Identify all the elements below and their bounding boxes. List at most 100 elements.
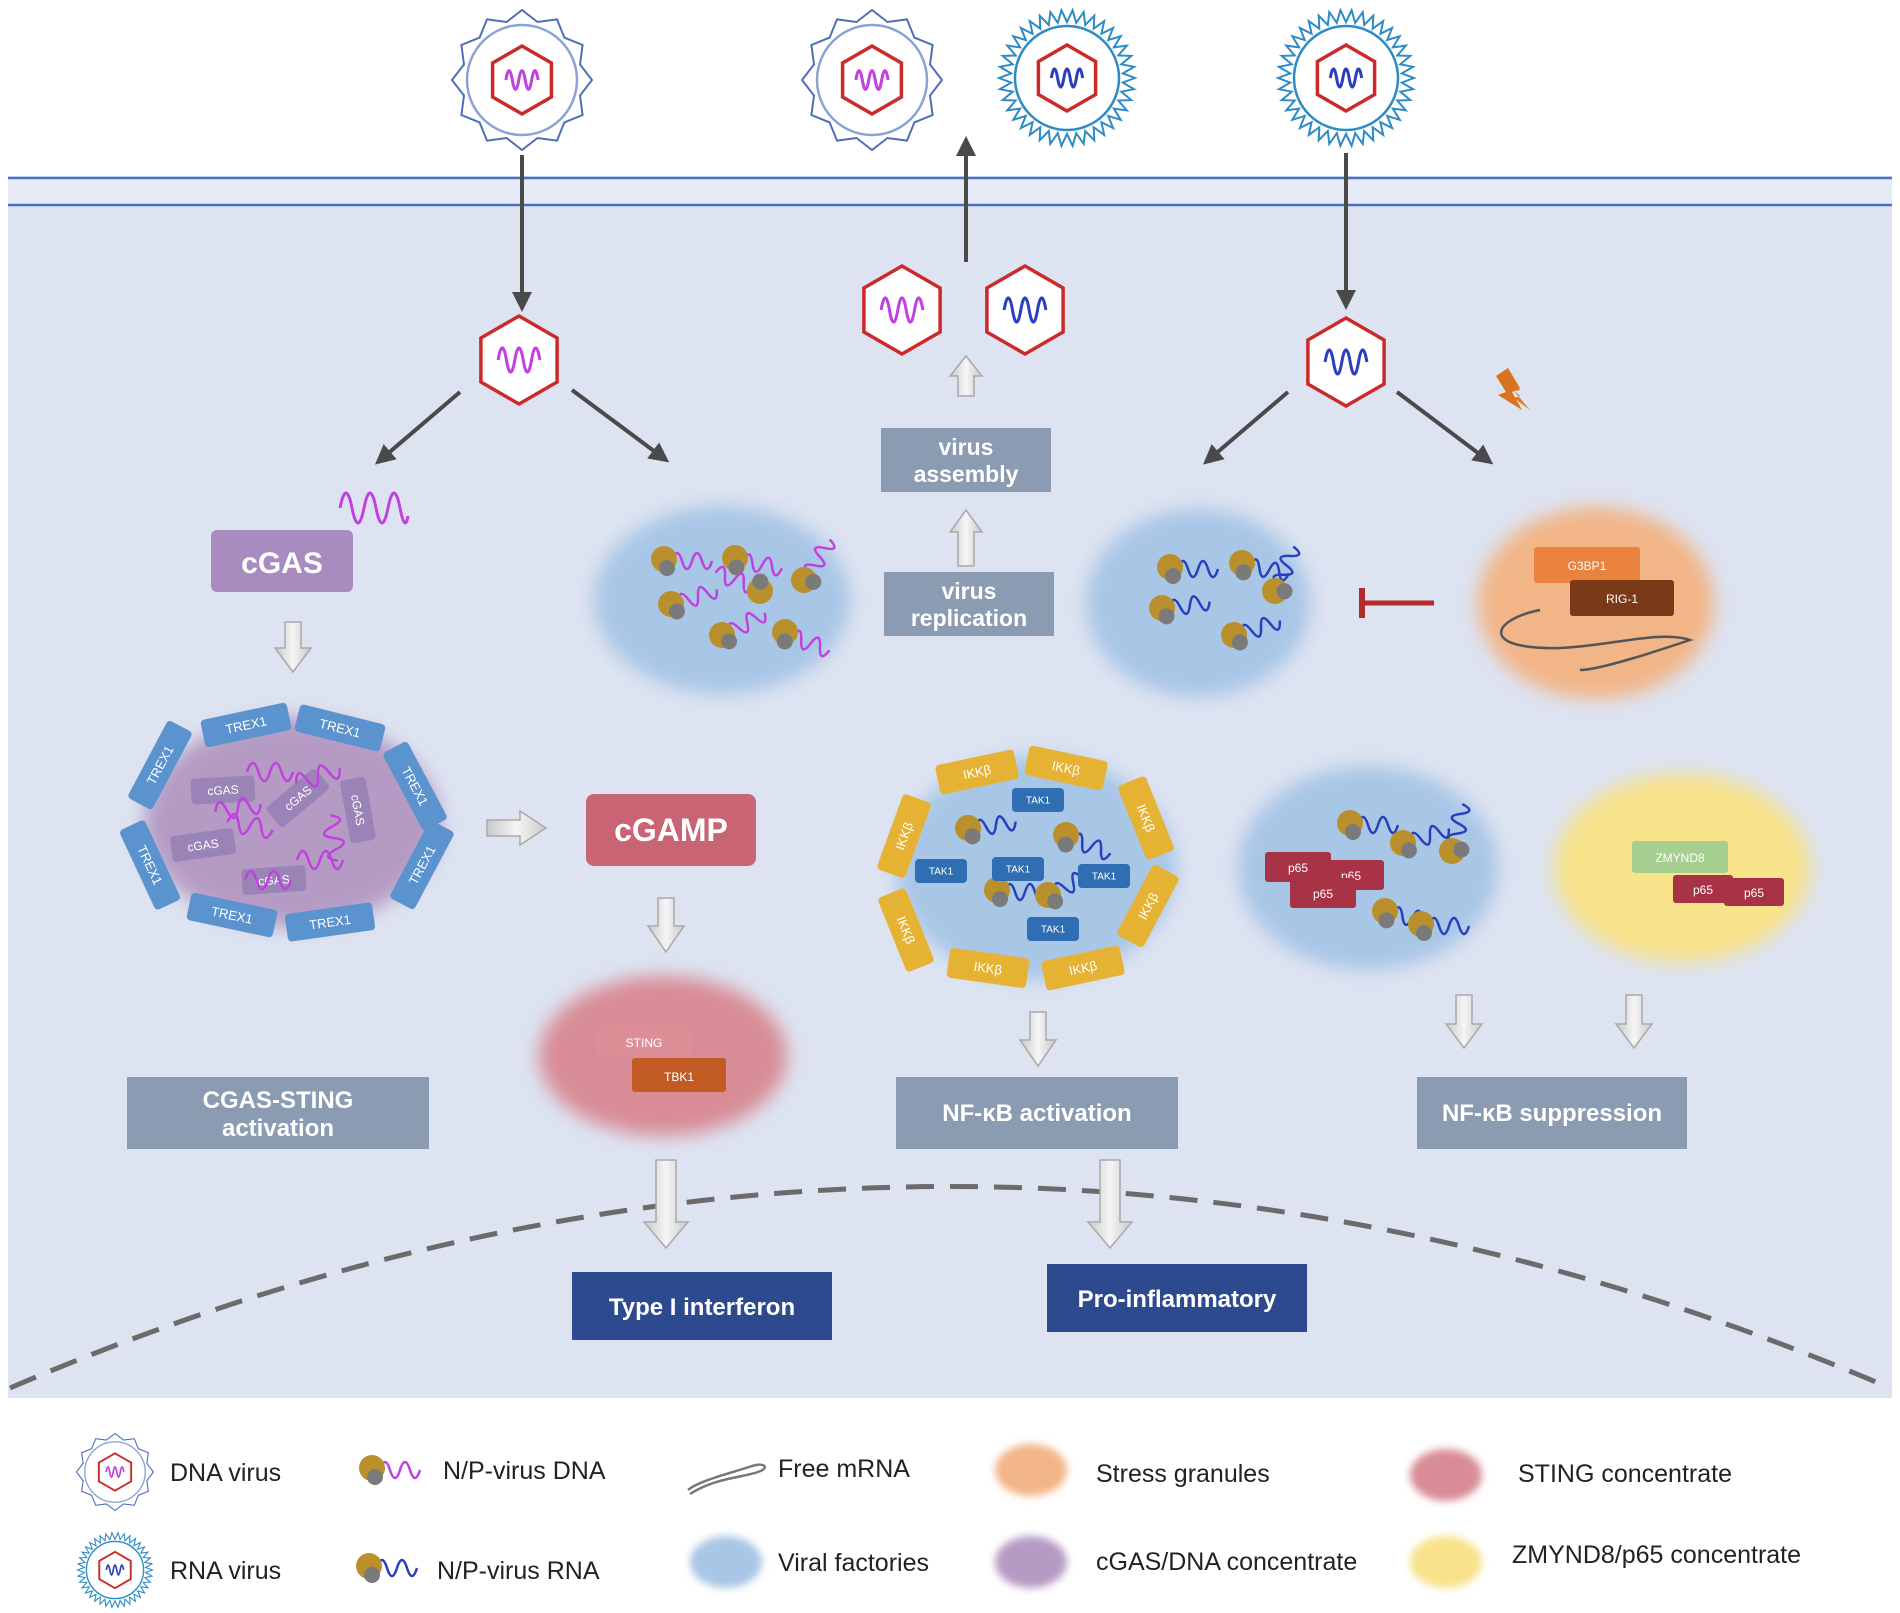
lightning-bolt-icon [1496,368,1522,410]
phosphoprotein [964,828,981,845]
nfkb-activation-box [896,1077,1178,1149]
nucleic-acid [1240,616,1282,638]
np-complex [1229,550,1291,582]
ikkb-box [1118,776,1174,860]
p65-label-5: p65 [1744,886,1764,900]
membrane-band [8,176,1892,206]
tbk1-label: TBK1 [664,1070,694,1084]
cgas-small: cGAS [190,775,256,805]
cgas-sting-activation-box [127,1077,429,1149]
np-complex [1337,810,1400,840]
legend-cgas-dna-label: cGAS/DNA concentrate [1096,1548,1357,1576]
phosphoprotein [668,603,685,620]
ikkb: IKKβ [1024,745,1108,791]
virus-assembly-line1: virus [939,434,994,460]
cgamp-label: cGAMP [614,812,728,848]
p65-box-3 [1290,878,1356,908]
dna-virus-icon [450,8,594,152]
rna-viral-factory [1086,509,1310,697]
np-complex [356,1553,419,1583]
rna-virus-icon [996,7,1138,149]
trex1-box [284,902,376,942]
legend-np-dna-icon [359,1455,422,1485]
arrow-to-stress [1395,390,1494,465]
cgas-small-box [241,865,307,895]
phosphoprotein [1416,925,1432,941]
ikkb: IKKβ [877,794,931,878]
genome-wave [504,69,540,91]
capsid-hexagon [985,263,1065,357]
dna-capsid-icon [862,263,942,357]
arrow-to-dna-factory [570,388,670,463]
tak1-label: TAK1 [1006,865,1031,876]
tak1: TAK1 [992,857,1044,881]
cgas-small-label: cGAS [207,783,239,799]
trex1-box [120,820,180,910]
tak1-box [992,857,1044,881]
np-complex-layer [651,538,1471,941]
phosphoprotein [992,891,1008,907]
pro-inflammatory-label: Pro-inflammatory [1078,1286,1277,1313]
phosphoprotein [1276,583,1293,600]
legend-sting-concentrate-label: STING concentrate [1518,1460,1732,1488]
dna-virus-icon [800,8,944,152]
np-complex [1053,822,1112,861]
np-complex [709,611,767,650]
np-complex [359,1455,422,1485]
dna-strand [295,764,341,788]
sting-label: STING [626,1036,663,1050]
legend-free-mrna-icon [687,1463,767,1496]
legend-np-rna-label: N/P-virus RNA [437,1557,600,1585]
nucleic-acid [741,553,784,577]
legend: DNA virus RNA virus N/P-virus DNA N/P-vi… [75,1432,1801,1609]
capsid-hexagon [1315,42,1377,114]
nucleic-acid [378,1460,422,1480]
np-complex [1439,802,1471,864]
phosphoprotein [805,573,822,590]
legend-zmynd8-swatch [1410,1536,1482,1588]
to-cgamp-arrow [486,809,548,847]
capsid-hexagon [862,263,942,357]
replication-up-arrow [948,508,984,567]
cgas-small: cGAS [241,865,307,895]
capsid-hexagon [479,313,559,407]
dna-strand [245,761,295,783]
cgas-box [211,530,353,592]
tak1-label: TAK1 [929,867,954,878]
ikkb: IKKβ [1041,945,1125,991]
phosphoprotein [721,633,738,650]
nucleic-acid [1248,558,1291,582]
nucleic-acid [714,565,755,594]
cgas-small-box [170,828,236,862]
tak1-label: TAK1 [1092,872,1117,883]
dna-strand [295,849,345,871]
cgas-dna-concentrate [144,717,440,927]
phosphoprotein [1158,608,1175,625]
legend-viral-factories-label: Viral factories [778,1549,929,1577]
sting-box [598,1025,690,1057]
p65-label-1: p65 [1288,861,1308,875]
genome-wave [1328,67,1364,89]
nucleic-acid [1071,832,1112,861]
cgas-sting-line2: activation [222,1115,334,1142]
capsid-hexagon [98,1550,132,1590]
cgas-bound-dna [338,491,410,525]
nucleic-acid [677,585,719,607]
rig1-label: RIG-1 [1606,592,1638,606]
virus-replication-box [884,572,1054,636]
genome-wave [1323,348,1369,376]
rna-capsid-icon [1306,315,1386,409]
ikkb-label: IKKβ [973,959,1003,978]
ikkb-label: IKKβ [1050,758,1081,779]
p65-down-arrow-1 [1444,994,1484,1050]
trex1: TREX1 [200,702,292,748]
phosphoprotein [776,633,793,650]
np-complex [1221,616,1282,651]
ikkb: IKKβ [946,948,1030,988]
cgas-label: cGAS [241,547,323,580]
genome-wave [854,69,890,91]
cgas-small-label: cGAS [187,836,220,854]
